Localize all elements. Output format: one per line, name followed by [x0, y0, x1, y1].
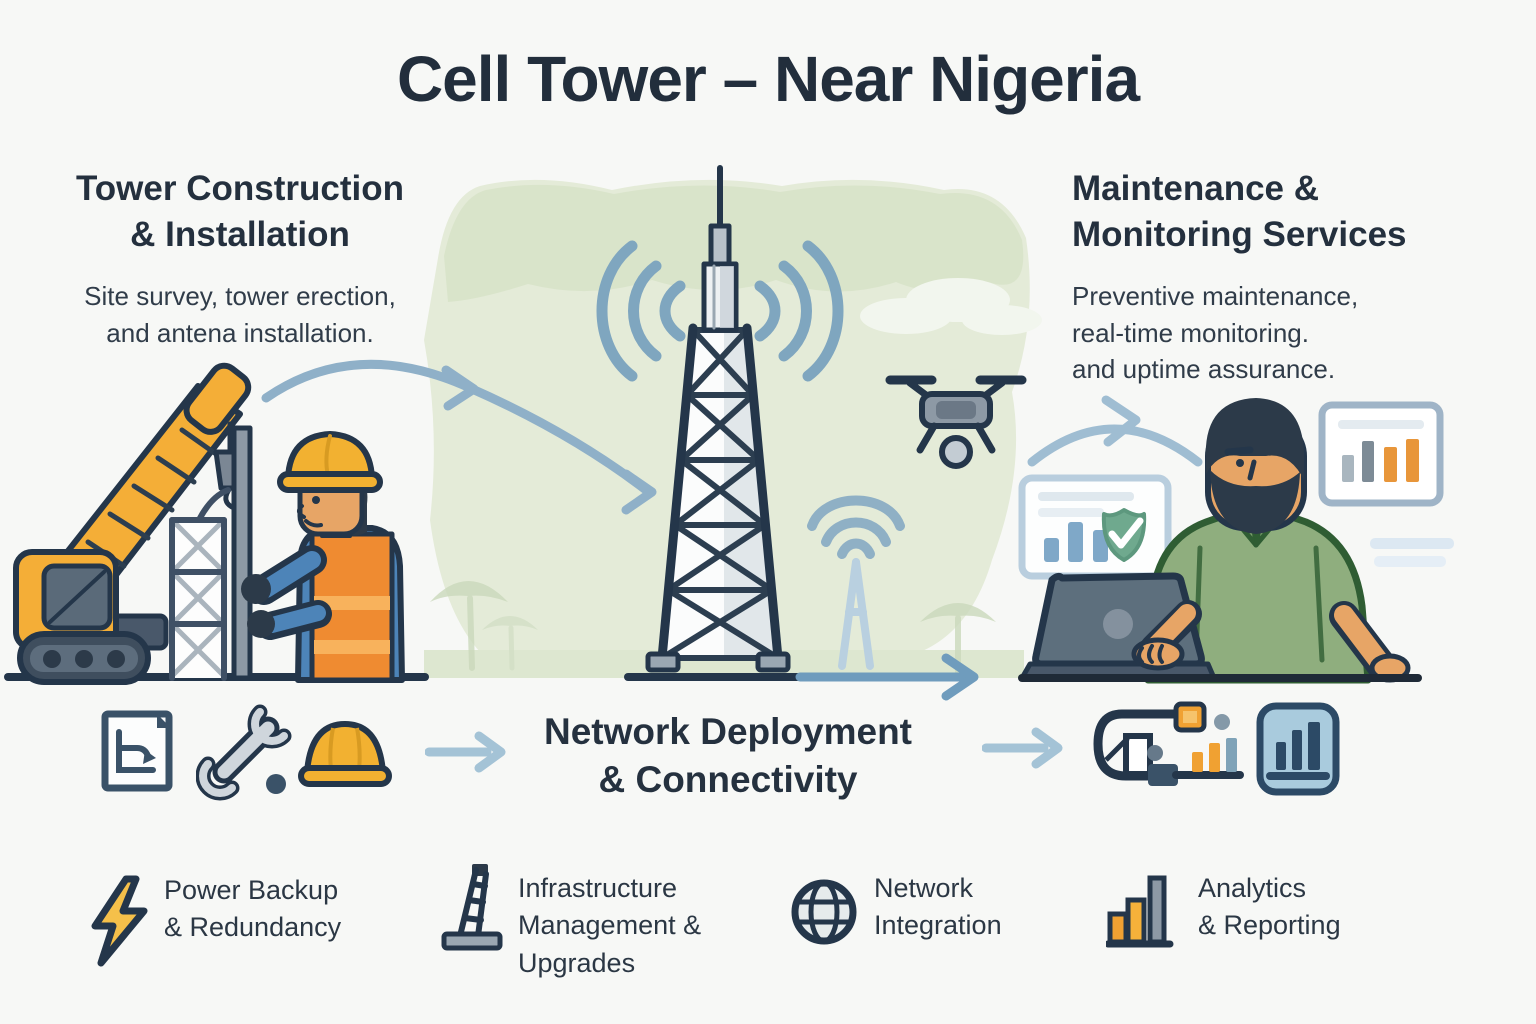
lightning-bolt-icon: [86, 874, 152, 973]
analytics-tile-icon: [1256, 702, 1340, 801]
dashboard-card: [1018, 474, 1172, 580]
feature-network-integration-label: Network Integration: [874, 873, 1002, 941]
construction-section: Tower Construction & Installation Site s…: [28, 166, 452, 351]
construction-to-tower-arrow: [261, 359, 657, 515]
feature-infrastructure-label: Infrastructure Management & Upgrades: [518, 873, 702, 978]
maintenance-loop-arrow: [1027, 395, 1203, 467]
construction-worker: [241, 431, 405, 683]
tower-to-maintenance-arrow: [795, 653, 979, 701]
laptop: [1019, 572, 1217, 681]
network-cable-icon: [1088, 698, 1248, 803]
wifi-antenna: [807, 495, 905, 670]
deployment-heading: Network Deployment & Connectivity: [543, 711, 912, 801]
blueprint-icon: [95, 702, 179, 803]
flow-arrow-left-icon: [424, 730, 511, 779]
bar-chart-icon: [1104, 872, 1174, 957]
flow-arrow-right-icon: [981, 726, 1068, 775]
page-title: Cell Tower – Near Nigeria: [396, 43, 1140, 115]
technician-monitoring: [1018, 395, 1454, 684]
tower-segment: [169, 425, 253, 681]
crane-and-worker: [4, 362, 429, 685]
feature-analytics-label: Analytics & Reporting: [1198, 873, 1341, 941]
construction-heading: Tower Construction & Installation: [76, 169, 404, 255]
chart-card: [1318, 401, 1444, 507]
globe-icon: [790, 878, 858, 951]
hard-hat-icon: [298, 710, 392, 795]
feature-power-backup-label: Power Backup & Redundancy: [164, 875, 342, 943]
savanna-trees: [430, 581, 996, 675]
crane-tower-icon: [440, 862, 504, 963]
cell-tower: [624, 165, 804, 681]
maintenance-section: Maintenance & Monitoring Services Preven…: [1072, 166, 1502, 388]
wrench-icon: [195, 700, 300, 809]
signal-waves: [596, 240, 844, 382]
construction-description: Site survey, tower erection, and antena …: [84, 281, 396, 348]
maintenance-description: Preventive maintenance, real-time monito…: [1072, 281, 1359, 385]
shield-check-icon: [1101, 508, 1147, 562]
drone-icon: [885, 375, 1027, 469]
maintenance-heading: Maintenance & Monitoring Services: [1072, 169, 1407, 255]
crane: [13, 362, 252, 685]
